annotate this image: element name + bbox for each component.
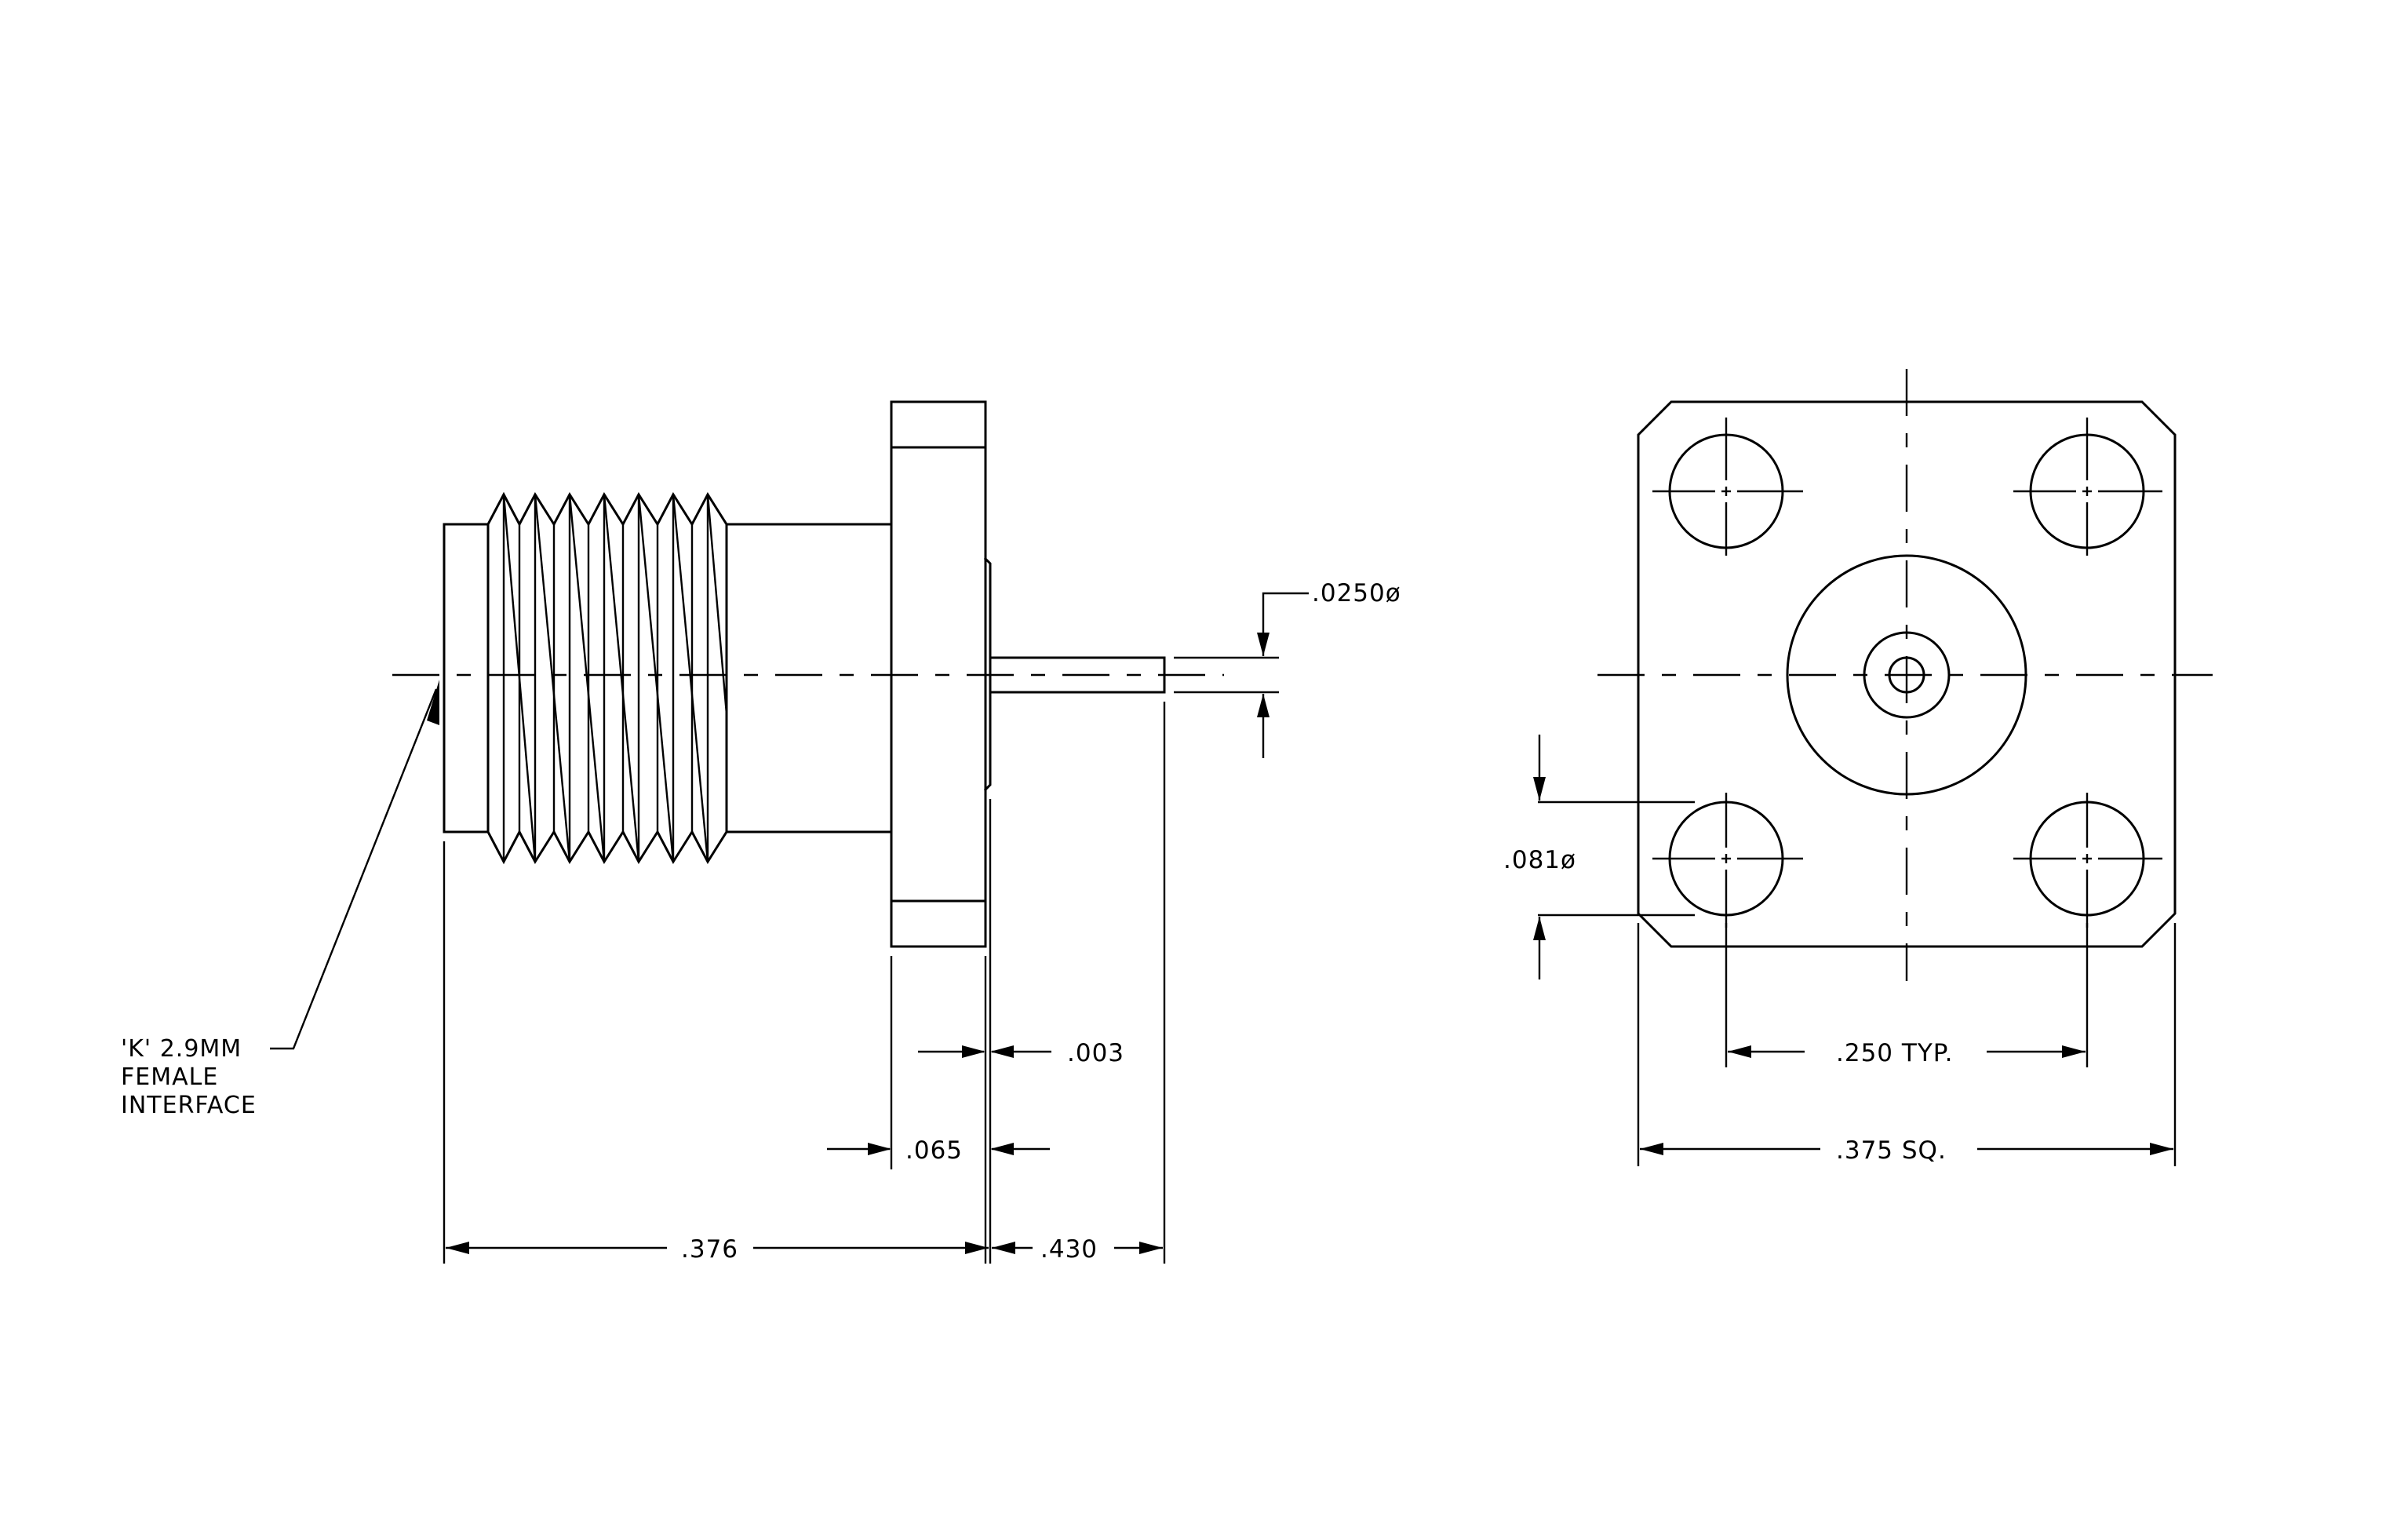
interface-note: 'K' 2.9MM FEMALE INTERFACE xyxy=(121,680,439,1119)
dim-overall-body-label: .376 xyxy=(681,1235,738,1264)
dim-flange-square: .375 SQ. xyxy=(1637,923,2177,1166)
dim-pin-length: .430 xyxy=(992,1235,1163,1264)
dim-pin-diameter: .0250ø xyxy=(1257,579,1401,758)
dim-pin-length-label: .430 xyxy=(1040,1235,1098,1264)
contact-outer-circle xyxy=(1863,631,1951,719)
dim-pin-diameter-label: .0250ø xyxy=(1312,579,1401,607)
side-view: .0250ø .003 .065 .376 xyxy=(121,400,1401,1264)
dim-hole-spacing: .250 TYP. xyxy=(1725,923,2089,1067)
pin-circle xyxy=(1888,656,1925,694)
mounting-hole-top-right xyxy=(2013,418,2162,556)
mounting-hole-bottom-right xyxy=(2013,793,2162,928)
thread-helix-lines xyxy=(502,494,728,863)
thread-bottom-profile xyxy=(486,829,729,865)
dim-flange-gap-label: .003 xyxy=(1067,1039,1124,1067)
interface-lip xyxy=(443,523,490,833)
thread-crest-lines xyxy=(502,494,709,862)
flange-square-outline xyxy=(1637,400,2177,948)
dim-hole-diameter-label: .081ø xyxy=(1503,846,1576,874)
dim-flange-square-label: .375 SQ. xyxy=(1836,1136,1947,1165)
dim-hole-spacing-label: .250 TYP. xyxy=(1836,1039,1953,1067)
dielectric-circle xyxy=(1786,554,2027,796)
dim-flange-thickness: .065 xyxy=(827,1136,1050,1165)
mounting-hole-bottom-left xyxy=(1652,793,1803,928)
dim-hole-diameter: .081ø xyxy=(1503,735,1695,979)
front-view: .081ø .250 TYP. .375 SQ. xyxy=(1503,369,2213,1166)
dim-overall-body: .376 xyxy=(446,1235,989,1264)
note-line-2: FEMALE xyxy=(121,1063,218,1091)
note-line-1: 'K' 2.9MM xyxy=(121,1035,242,1063)
dim-flange-thickness-label: .065 xyxy=(905,1136,963,1165)
note-line-3: INTERFACE xyxy=(121,1092,257,1119)
mounting-hole-top-left xyxy=(1652,418,1803,556)
dim-flange-gap: .003 xyxy=(918,1039,1124,1067)
